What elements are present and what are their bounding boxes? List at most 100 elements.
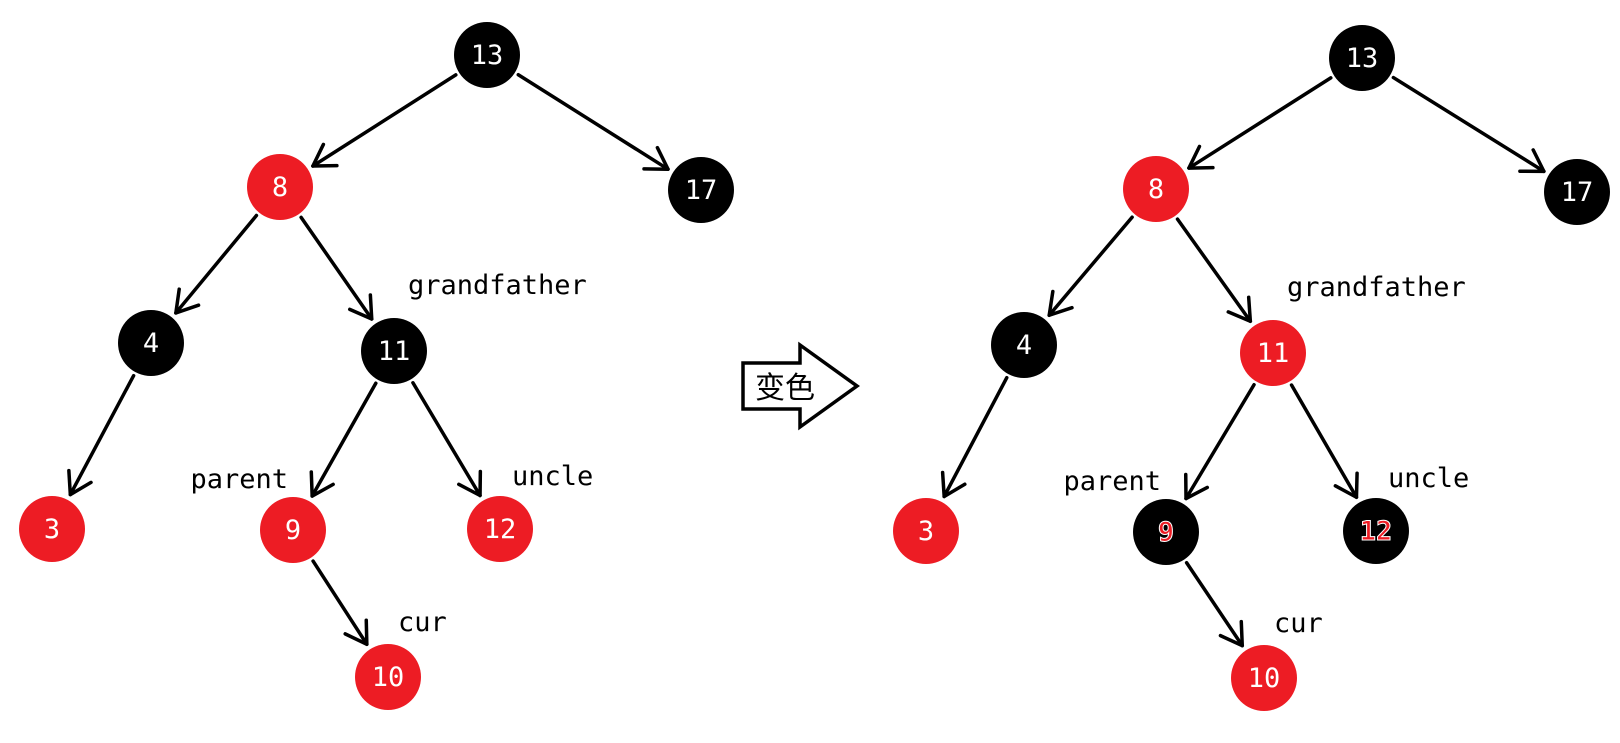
- edge-line: [68, 373, 136, 497]
- edge-line: [311, 73, 458, 168]
- node-circle-red: [1240, 320, 1306, 386]
- role-label-cur: cur: [398, 607, 447, 638]
- node-circle-red: [1231, 645, 1297, 711]
- node-label: 8: [1148, 174, 1164, 205]
- node-label: 3: [918, 516, 934, 547]
- edge-11-9: [309, 381, 378, 498]
- node-label: 3: [44, 514, 60, 545]
- node-label: 10: [372, 662, 405, 693]
- role-label-parent: parent: [190, 464, 288, 495]
- role-label-uncle: uncle: [1388, 463, 1469, 494]
- edge-line: [1289, 383, 1359, 499]
- arrowhead-icon: [309, 470, 335, 498]
- edge-4-3: [940, 375, 1009, 499]
- tree-node: 17: [668, 157, 734, 223]
- edge-line: [1391, 75, 1546, 174]
- node-label: 11: [378, 336, 411, 367]
- edge-13-8: [311, 73, 458, 168]
- node-label: 17: [1561, 177, 1594, 208]
- edge-9-10: [311, 559, 369, 646]
- tree-node: 4: [991, 312, 1057, 378]
- node-circle-red: [467, 496, 533, 562]
- edge-line: [1047, 215, 1134, 317]
- edge-11-12: [411, 381, 483, 498]
- node-label: 8: [272, 172, 288, 203]
- arrowhead-icon: [343, 618, 369, 646]
- edge-line: [942, 375, 1009, 499]
- node-circle-black: [454, 22, 520, 88]
- node-label: 9: [1158, 517, 1174, 548]
- edge-line: [1175, 217, 1253, 324]
- node-circle-red: [893, 498, 959, 564]
- transition-arrow: 变色: [741, 341, 860, 431]
- edge-9-10: [1184, 560, 1245, 648]
- edge-8-4: [174, 213, 259, 315]
- node-circle-black: [118, 310, 184, 376]
- node-label: 12: [1360, 516, 1393, 547]
- node-label: 11: [1257, 338, 1290, 369]
- tree-node: 13: [454, 22, 520, 88]
- edge-8-11: [299, 215, 374, 321]
- right-arrow-icon: [741, 341, 860, 431]
- arrowhead-icon: [642, 145, 670, 171]
- arrowhead-icon: [940, 470, 967, 499]
- arrowhead-icon: [348, 293, 374, 321]
- arrowhead-icon: [174, 287, 201, 315]
- arrowhead-icon: [457, 469, 483, 498]
- edge-11-12: [1289, 383, 1359, 499]
- node-circle-black: [668, 157, 734, 223]
- arrowhead-icon: [1183, 472, 1210, 501]
- node-circle-black: [991, 312, 1057, 378]
- edge-line: [311, 559, 369, 646]
- tree-node: 4: [118, 310, 184, 376]
- node-label: 17: [685, 175, 718, 206]
- arrowhead-icon: [311, 142, 339, 168]
- node-label: 12: [484, 514, 517, 545]
- tree-node: 12: [467, 496, 533, 562]
- edge-line: [516, 72, 670, 171]
- tree-node: 12: [1343, 498, 1409, 564]
- role-label-grandfather: grandfather: [408, 270, 587, 301]
- edge-line: [1184, 383, 1256, 501]
- edge-line: [174, 213, 259, 315]
- edge-line: [1187, 76, 1333, 170]
- node-circle-red: [247, 154, 313, 220]
- edge-13-8: [1187, 76, 1333, 170]
- tree-node: 10: [355, 644, 421, 710]
- node-circle-black: [361, 318, 427, 384]
- tree-node: 8: [247, 154, 313, 220]
- node-label: 4: [143, 328, 159, 359]
- role-label-cur: cur: [1274, 608, 1323, 639]
- node-circle-red: [355, 644, 421, 710]
- node-circle-black: [1343, 498, 1409, 564]
- arrowhead-icon: [67, 468, 93, 497]
- edge-13-17: [1391, 75, 1546, 174]
- role-label-uncle: uncle: [512, 461, 593, 492]
- node-circle-red: [1123, 156, 1189, 222]
- node-circle-red: [260, 497, 326, 563]
- tree-node: 13: [1329, 25, 1395, 91]
- arrowhead-icon: [1187, 144, 1215, 170]
- arrowhead-icon: [1333, 471, 1359, 499]
- edge-4-3: [67, 373, 136, 497]
- tree-before: 13 8 17 4 11 3 9 12 10 grandfather parent uncle cur: [19, 22, 734, 710]
- arrowhead-icon: [1226, 295, 1253, 324]
- transition-label: 变色: [755, 371, 815, 406]
- node-label: 9: [285, 515, 301, 546]
- node-label: 13: [1346, 43, 1379, 74]
- tree-node: 3: [19, 496, 85, 562]
- arrowhead-icon: [1518, 148, 1546, 174]
- tree-node: 3: [893, 498, 959, 564]
- role-label-parent: parent: [1063, 466, 1161, 497]
- tree-node: 10: [1231, 645, 1297, 711]
- node-circle-black: [1133, 499, 1199, 565]
- arrowhead-icon: [1047, 289, 1074, 317]
- node-label: 10: [1248, 663, 1281, 694]
- tree-node: 17: [1544, 159, 1610, 225]
- node-circle-red: [19, 496, 85, 562]
- tree-node: 8: [1123, 156, 1189, 222]
- edge-13-17: [516, 72, 670, 171]
- edge-line: [1184, 560, 1245, 648]
